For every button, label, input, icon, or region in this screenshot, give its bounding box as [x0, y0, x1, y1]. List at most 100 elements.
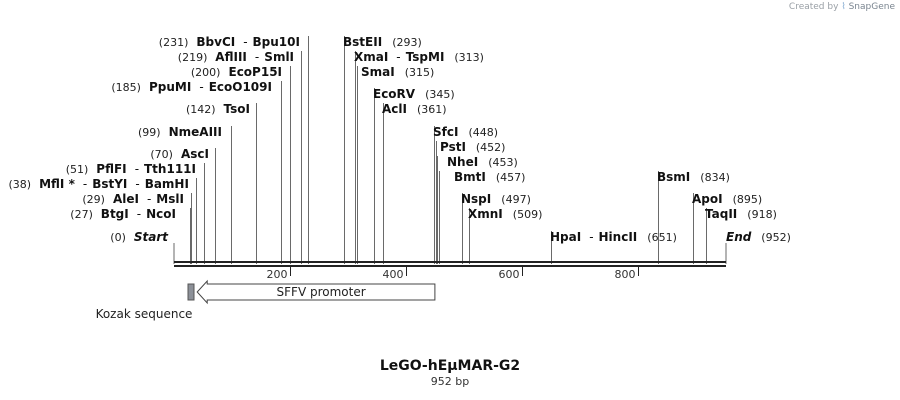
snapgene-logo-icon: ⌇	[841, 2, 846, 12]
site-position: (361)	[417, 103, 447, 116]
name-separator: -	[255, 50, 259, 64]
enzyme-name: AscI	[181, 147, 209, 161]
site-position: (895)	[733, 193, 763, 206]
enzyme-name: EcoO109I	[209, 80, 272, 94]
site-position: (452)	[476, 141, 506, 154]
enzyme-name: HpaI	[550, 230, 581, 244]
enzyme-name: BamHI	[145, 177, 189, 191]
site-label[interactable]: HpaI-HincII(651)	[550, 230, 677, 244]
site-label[interactable]: XmnI(509)	[468, 207, 542, 221]
site-label[interactable]: ApoI (895)	[692, 192, 762, 206]
site-position: (200)	[191, 66, 221, 79]
name-separator: -	[243, 35, 247, 49]
site-label[interactable]: PstI (452)	[440, 140, 505, 154]
axis-tick-label: 600	[499, 268, 520, 281]
enzyme-name: BmtI	[454, 170, 486, 184]
enzyme-name: TspMI	[406, 50, 445, 64]
site-position: (38)	[9, 178, 32, 191]
site-label[interactable]: SfcI (448)	[433, 125, 498, 139]
enzyme-name: PstI	[440, 140, 466, 154]
site-label[interactable]: SmaI (315)	[361, 65, 434, 79]
enzyme-name: BsmI	[657, 170, 690, 184]
site-position: (651)	[647, 231, 677, 244]
credit-prefix: Created by	[788, 2, 839, 12]
enzyme-name: NspI	[461, 192, 491, 206]
enzyme-name: PflFI	[96, 162, 126, 176]
site-position: (313)	[454, 51, 484, 64]
site-label[interactable]: (29)AleI-MslI	[82, 192, 184, 206]
enzyme-name: XmnI	[468, 207, 503, 221]
site-label[interactable]: (99) NmeAIII	[138, 125, 222, 139]
name-separator: -	[137, 207, 141, 221]
site-label[interactable]: End(952)	[726, 230, 791, 244]
enzyme-name: SmlI	[264, 50, 294, 64]
enzyme-name: PpuMI	[149, 80, 191, 94]
site-label[interactable]: (142) TsoI	[186, 102, 250, 116]
enzyme-name: Bpu10I	[253, 35, 300, 49]
map-length: 952 bp	[430, 375, 470, 388]
axis-tick-label: 800	[615, 268, 636, 281]
site-label[interactable]: EcoRV (345)	[373, 87, 455, 101]
site-label[interactable]: (219)AflIII-SmlI	[178, 50, 294, 64]
snapgene-credit: Created by ⌇ SnapGene	[789, 2, 895, 12]
site-label[interactable]: (0)Start	[110, 230, 169, 244]
site-label[interactable]: NheI(453)	[447, 155, 518, 169]
site-label[interactable]: TaqII(918)	[705, 207, 777, 221]
site-position: (142)	[186, 103, 216, 116]
enzyme-name: Start	[134, 230, 169, 244]
site-position: (457)	[496, 171, 526, 184]
site-position: (29)	[82, 193, 105, 206]
site-position: (453)	[488, 156, 518, 169]
site-label[interactable]: (231)BbvCI-Bpu10I	[159, 35, 300, 49]
name-separator: -	[147, 192, 151, 206]
site-position: (497)	[501, 193, 531, 206]
axis-tick-label: 200	[267, 268, 288, 281]
site-position: (345)	[425, 88, 455, 101]
site-position: (99)	[138, 126, 161, 139]
site-position: (315)	[405, 66, 435, 79]
enzyme-name: BstEII	[343, 35, 382, 49]
site-label[interactable]: NspI (497)	[461, 192, 531, 206]
site-label[interactable]: (38)MflI *-BstYI-BamHI	[9, 177, 189, 191]
site-label[interactable]: BsmI (834)	[657, 170, 730, 184]
enzyme-name: TsoI	[224, 102, 250, 116]
site-label[interactable]: (27)BtgI-NcoI	[70, 207, 176, 221]
enzyme-name: NmeAIII	[169, 125, 222, 139]
site-label[interactable]: (185)PpuMI-EcoO109I	[111, 80, 272, 94]
site-label[interactable]: BstEII(293)	[343, 35, 422, 49]
feature-arrow[interactable]	[196, 279, 436, 305]
name-separator: -	[83, 177, 87, 191]
site-position: (448)	[469, 126, 499, 139]
site-label[interactable]: (51)PflFI-Tth111I	[66, 162, 196, 176]
site-position: (219)	[178, 51, 208, 64]
enzyme-name: EcoRV	[373, 87, 416, 101]
map-title: LeGO-hEμMAR-G2	[379, 358, 521, 374]
site-label[interactable]: BmtI (457)	[454, 170, 525, 184]
site-label[interactable]: (200) EcoP15I	[191, 65, 282, 79]
map-title-block: LeGO-hEμMAR-G2 952 bp	[0, 358, 900, 388]
credit-brand: SnapGene	[848, 2, 895, 12]
site-labels: (0)Start(27)BtgI-NcoI(29)AleI-MslI(38)Mf…	[9, 35, 791, 244]
enzyme-name: TaqII	[705, 207, 737, 221]
enzyme-name: HincII	[599, 230, 638, 244]
enzyme-name: SmaI	[361, 65, 395, 79]
enzyme-name: BtgI	[101, 207, 129, 221]
enzyme-name: ApoI	[692, 192, 723, 206]
feature-label: SFFV promoter	[277, 285, 366, 299]
site-position: (834)	[700, 171, 730, 184]
enzyme-name: XmaI	[354, 50, 388, 64]
site-position: (231)	[159, 36, 189, 49]
enzyme-name: EcoP15I	[229, 65, 283, 79]
site-label[interactable]: (70)AscI	[150, 147, 209, 161]
site-position: (185)	[111, 81, 141, 94]
site-label[interactable]: XmaI-TspMI(313)	[354, 50, 484, 64]
site-position: (27)	[70, 208, 93, 221]
site-lines	[173, 36, 727, 264]
enzyme-name: MslI	[156, 192, 184, 206]
enzyme-name: SfcI	[433, 125, 458, 139]
site-label[interactable]: AclI(361)	[382, 102, 447, 116]
feature-box[interactable]	[187, 283, 195, 301]
